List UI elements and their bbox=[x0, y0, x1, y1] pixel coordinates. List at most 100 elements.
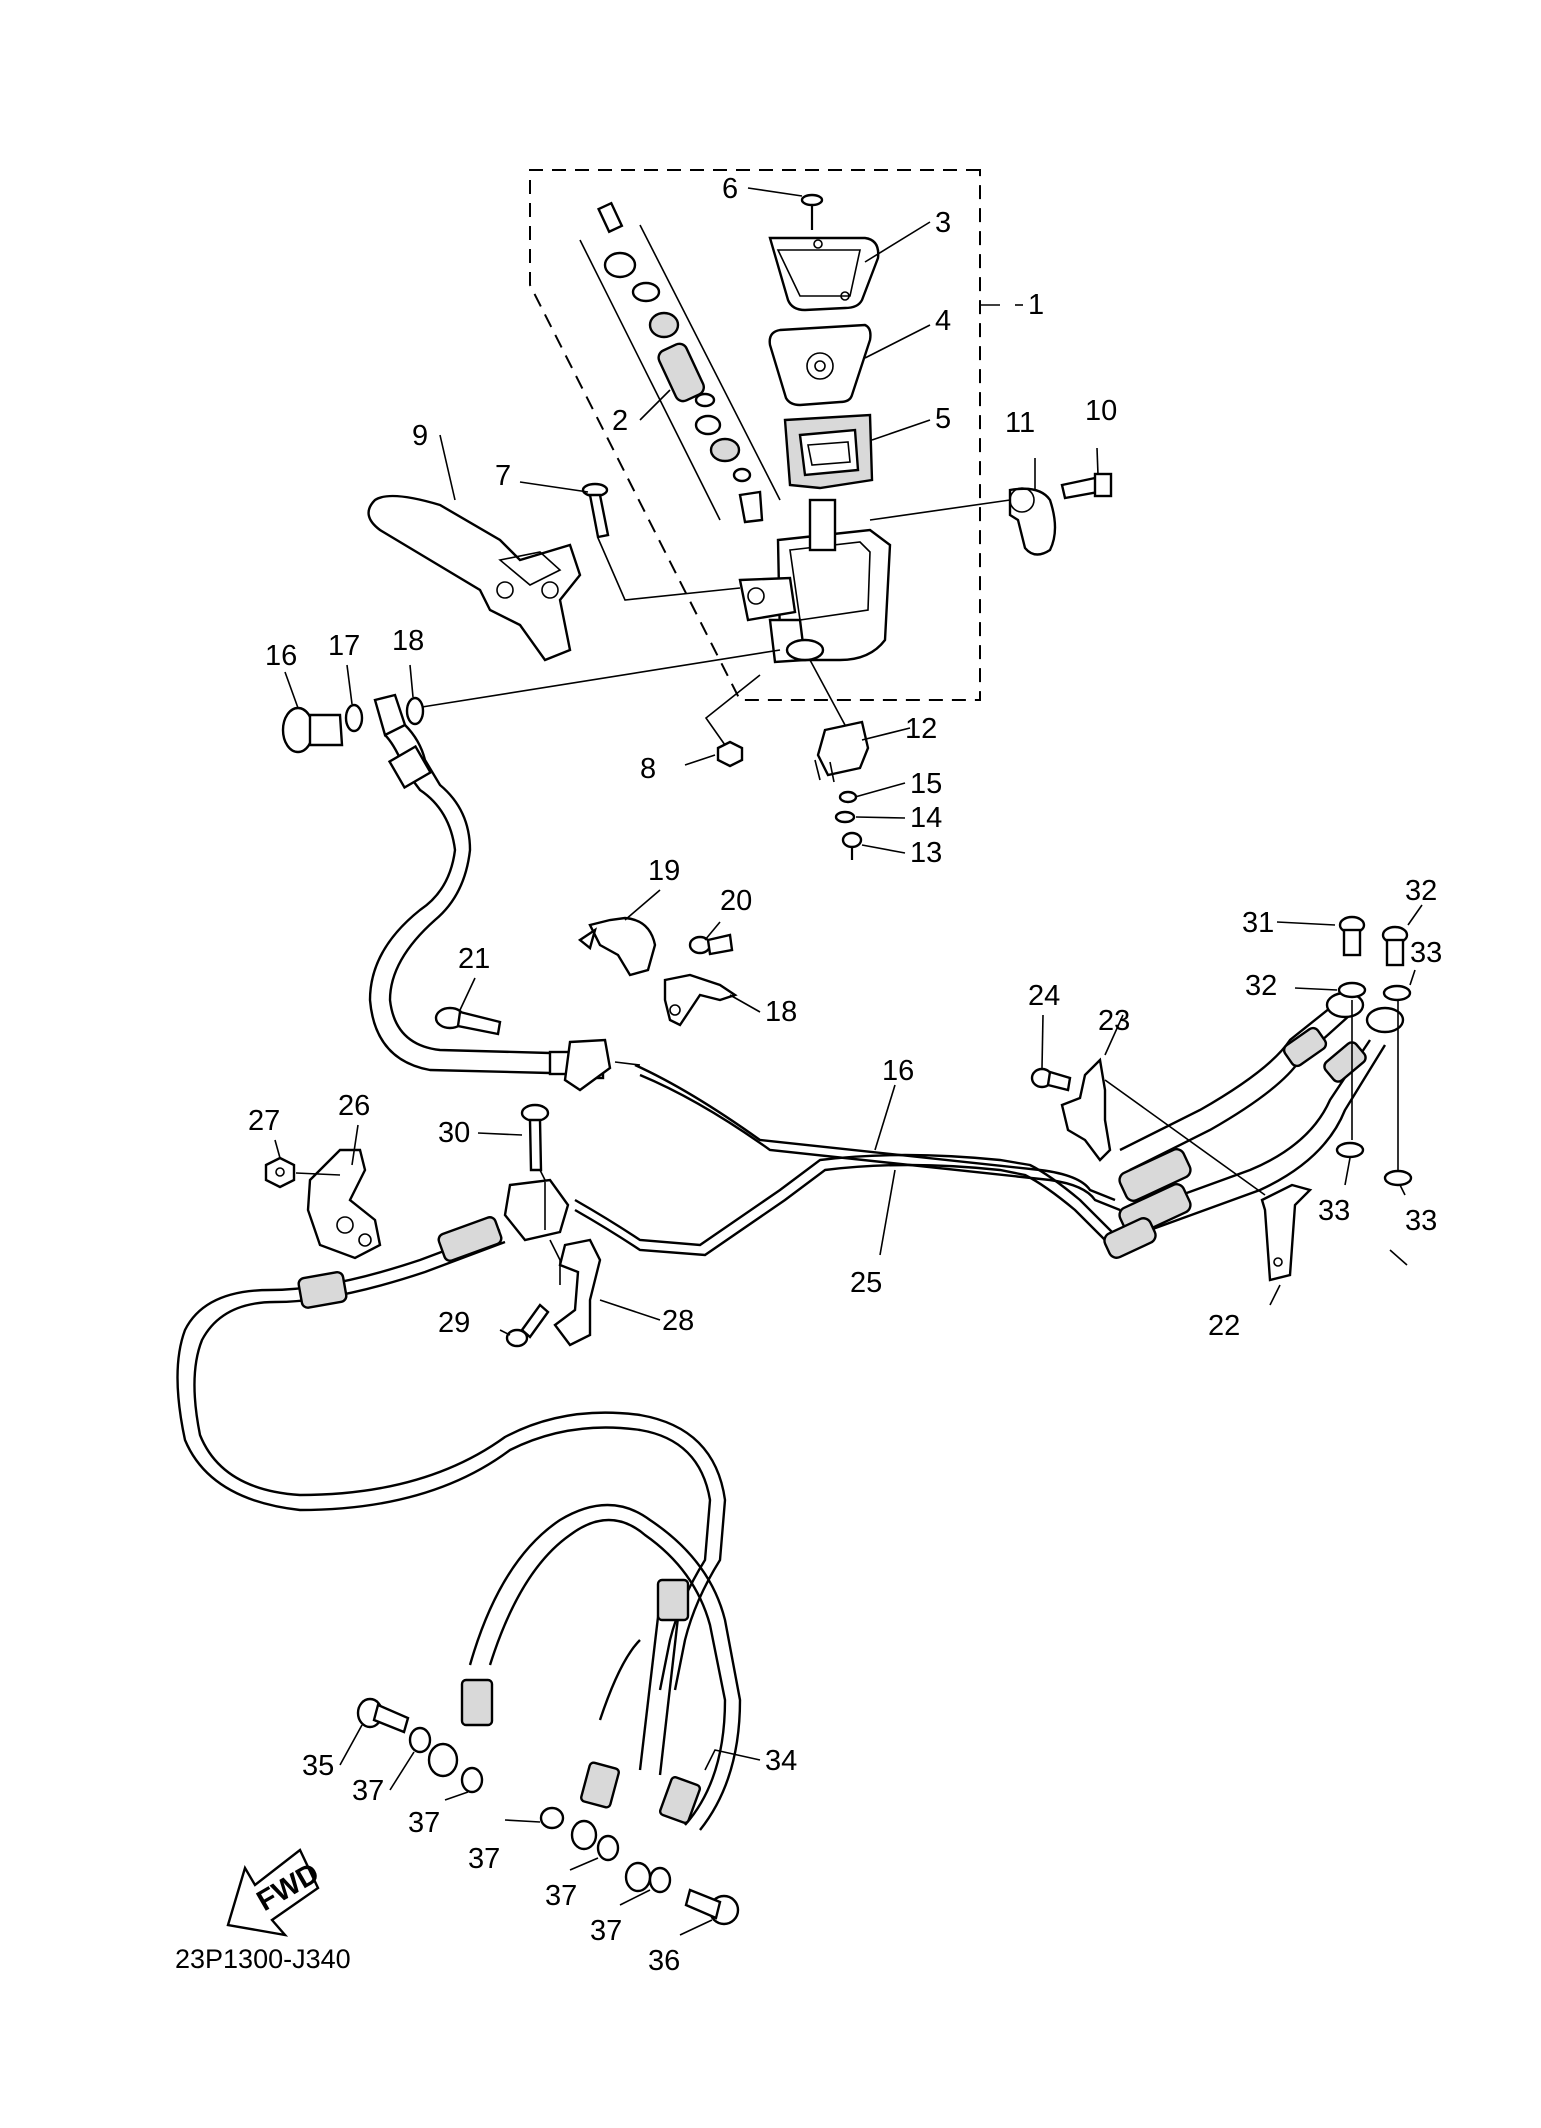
diaphragm-plate-part bbox=[768, 323, 872, 407]
cap-screw-part bbox=[800, 193, 824, 230]
holder-bolt-part bbox=[1060, 472, 1113, 500]
washer-33-b bbox=[1382, 984, 1412, 1002]
callout-19: 18 bbox=[765, 996, 797, 1028]
callout-37c: 37 bbox=[468, 1843, 500, 1875]
callout-37e: 37 bbox=[590, 1915, 622, 1947]
callout-37b: 37 bbox=[408, 1807, 440, 1839]
washer-37-b bbox=[460, 1766, 484, 1794]
callout-36: 36 bbox=[648, 1945, 680, 1977]
callout-21: 20 bbox=[720, 885, 752, 917]
callout-11: 11 bbox=[1005, 407, 1035, 439]
brake-pipe-bracket-part bbox=[663, 973, 738, 1027]
brake-switch-part bbox=[814, 720, 870, 783]
callout-24: 23 bbox=[1098, 1005, 1130, 1037]
reservoir-cap-part bbox=[768, 236, 880, 312]
hose-guide-bracket-part bbox=[577, 916, 657, 977]
callout-2: 2 bbox=[612, 405, 628, 437]
callout-37d: 37 bbox=[545, 1880, 577, 1912]
lower-banjo-eye-c bbox=[624, 1861, 652, 1893]
upper-washer-b bbox=[405, 696, 425, 726]
washer-33-a bbox=[1337, 981, 1367, 999]
callout-32a: 31 bbox=[1242, 907, 1274, 939]
callout-8: 8 bbox=[640, 753, 656, 785]
callout-3: 3 bbox=[935, 207, 951, 239]
callout-35: 35 bbox=[302, 1750, 334, 1782]
callout-9: 9 bbox=[412, 420, 428, 452]
lower-brake-hose-loop bbox=[176, 1216, 727, 1691]
callout-33c: 33 bbox=[1318, 1195, 1350, 1227]
diagram-code: 23P1300-J340 bbox=[175, 1944, 351, 1974]
master-cylinder-group bbox=[738, 193, 892, 664]
right-hose-assembly bbox=[1103, 991, 1405, 1259]
upper-right-bolts bbox=[1338, 915, 1409, 967]
callout-23: 22 bbox=[1208, 1310, 1240, 1342]
lower-caliper-hoses bbox=[460, 1503, 742, 1831]
washer-37-a bbox=[408, 1726, 432, 1754]
pivot-nut-part bbox=[716, 740, 744, 768]
callout-29: 28 bbox=[662, 1305, 694, 1337]
callout-10: 10 bbox=[1085, 395, 1117, 427]
callout-13: 13 bbox=[910, 837, 942, 869]
bracket-bolt-21 bbox=[688, 933, 734, 956]
callout-7: 7 bbox=[495, 460, 511, 492]
callout-18a: 17 bbox=[328, 630, 360, 662]
handlebar-holder-part bbox=[1008, 487, 1057, 556]
callout-34: 34 bbox=[765, 1745, 797, 1777]
assembly-boundary-box bbox=[529, 169, 981, 701]
nut-28-part bbox=[264, 1156, 296, 1189]
callout-28: 27 bbox=[248, 1105, 280, 1137]
callout-31: 30 bbox=[438, 1117, 470, 1149]
washer-37-d bbox=[596, 1834, 620, 1862]
forward-direction-arrow: FWD bbox=[226, 1848, 325, 1937]
brake-lever-part bbox=[367, 494, 582, 662]
lower-banjo-eye-b bbox=[570, 1819, 598, 1851]
bracket-bolt-30 bbox=[505, 1303, 550, 1348]
piston-kit-parts bbox=[579, 201, 781, 524]
callout-33b: 33 bbox=[1410, 937, 1442, 969]
leader-lines bbox=[274, 187, 1423, 1936]
bracket-bolt-22 bbox=[434, 1006, 502, 1036]
callout-16: 16 bbox=[882, 1055, 914, 1087]
callout-15: 15 bbox=[910, 768, 942, 800]
bracket-23-part bbox=[1260, 1183, 1313, 1282]
lower-joint-block bbox=[503, 1103, 570, 1242]
callout-20: 19 bbox=[648, 855, 680, 887]
callout-26: 25 bbox=[850, 1267, 882, 1299]
callout-37a: 37 bbox=[352, 1775, 384, 1807]
bracket-29-part bbox=[553, 1238, 602, 1347]
callout-6: 6 bbox=[722, 173, 738, 205]
callout-14: 14 bbox=[910, 802, 942, 834]
callout-22: 21 bbox=[458, 943, 490, 975]
washer-37-c bbox=[539, 1806, 565, 1830]
bracket-24-part bbox=[1060, 1057, 1112, 1162]
callout-32b: 32 bbox=[1405, 875, 1437, 907]
brake-pipes bbox=[574, 1063, 1121, 1257]
bracket-27-part bbox=[306, 1148, 382, 1260]
pivot-bolt-part bbox=[581, 482, 610, 539]
callout-labels: 6 3 1 4 5 2 10 11 9 7 12 15 14 13 8 16 1… bbox=[248, 173, 1442, 1977]
callout-4: 4 bbox=[935, 305, 951, 337]
callout-27: 26 bbox=[338, 1090, 370, 1122]
upper-washer-a bbox=[344, 703, 364, 733]
callout-33a: 32 bbox=[1245, 970, 1277, 1002]
lower-banjo-bolt-36 bbox=[684, 1888, 740, 1926]
master-cylinder-body-part bbox=[776, 528, 892, 662]
callout-30: 29 bbox=[438, 1307, 470, 1339]
washer-33-d bbox=[1383, 1169, 1413, 1187]
callout-12: 12 bbox=[905, 713, 937, 745]
callout-1: 1 bbox=[1028, 289, 1044, 321]
lower-banjo-eye-a bbox=[427, 1742, 459, 1778]
upper-joint-block bbox=[563, 1038, 641, 1092]
callout-17: 16 bbox=[265, 640, 297, 672]
washer-33-c bbox=[1335, 1141, 1365, 1159]
callout-5: 5 bbox=[935, 403, 951, 435]
bracket-bolt-25 bbox=[1030, 1067, 1072, 1092]
callout-25: 24 bbox=[1028, 980, 1060, 1012]
upper-banjo-bolt-part bbox=[281, 706, 344, 754]
callout-33d: 33 bbox=[1405, 1205, 1437, 1237]
washer-37-e bbox=[648, 1866, 672, 1894]
callout-18b: 18 bbox=[392, 625, 424, 657]
lower-banjo-bolt-35 bbox=[356, 1697, 410, 1734]
switch-small-parts bbox=[834, 790, 863, 860]
